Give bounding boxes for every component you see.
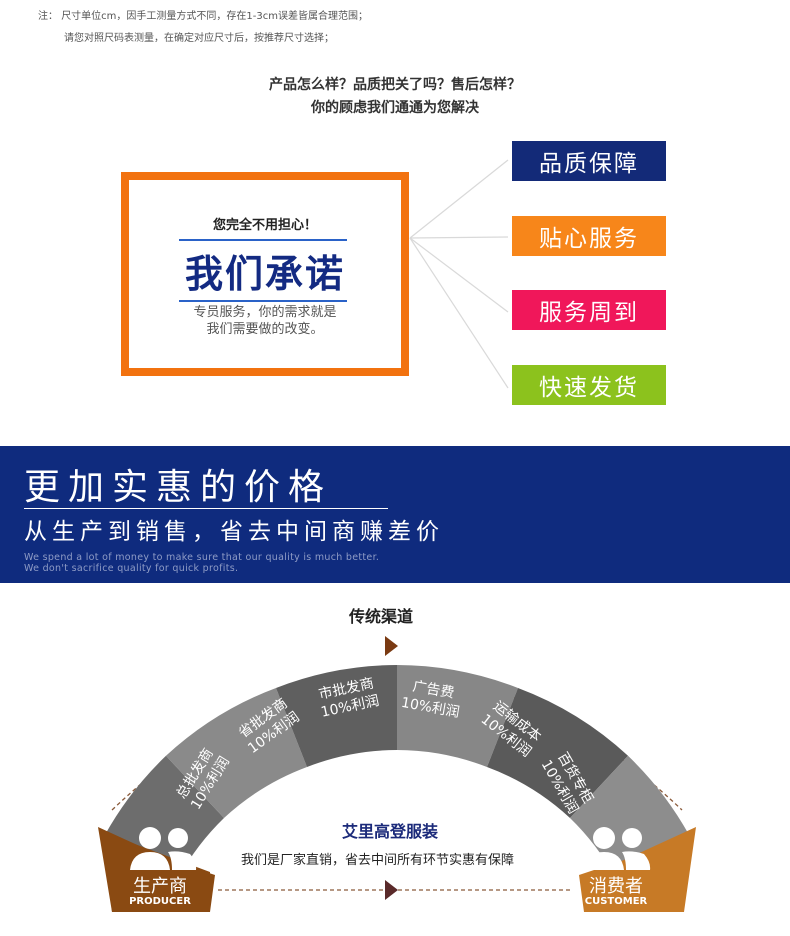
segment-transport: [487, 688, 628, 818]
brand-name: 艾里高登服装: [342, 822, 439, 841]
segment-advertising: [397, 665, 518, 767]
banner-en-line1: We spend a lot of money to make sure tha…: [24, 552, 380, 563]
promise-box: 您完全不用担心！ 我们承诺 专员服务，你的需求就是 我们需要做的改变。: [121, 172, 409, 376]
banner-title: 更加实惠的价格: [24, 467, 333, 508]
promise-title: 我们承诺: [184, 252, 345, 296]
promise-desc-line2: 我们需要做的改变。: [206, 322, 324, 337]
customer-label: 消费者: [589, 876, 643, 897]
channel-title: 传统渠道: [349, 607, 414, 626]
segment-city-wholesaler: [276, 665, 397, 767]
producer-people-icon: [130, 827, 197, 870]
bottom-arrow-icon: [385, 880, 398, 900]
top-arrow-icon: [385, 636, 398, 656]
tag-quality: 品质保障: [512, 141, 666, 181]
question-line2: 你的顾虑我们通通为您解决: [311, 100, 479, 116]
promise-top-rule: [179, 239, 347, 241]
customer-people-icon: [584, 827, 651, 870]
tag-service: 贴心服务: [512, 216, 666, 256]
banner-en-line2: We don't sacrifice quality for quick pro…: [24, 563, 239, 574]
channel-arc-diagram: 总批发商10%利润 省批发商10%利润 市批发商10%利润 广告费10%利润 运…: [98, 636, 696, 912]
price-banner: 更加实惠的价格 从生产到销售，省去中间商赚差价 We spend a lot o…: [0, 446, 790, 583]
banner-subtitle: 从生产到销售，省去中间商赚差价: [24, 519, 444, 545]
tag-fast-delivery: 快速发货: [512, 365, 666, 405]
size-note-text1: 尺寸单位cm，因手工测量方式不同，存在1-3cm误差皆属合理范围；: [61, 11, 368, 22]
size-note-line2: 请您对照尺码表测量，在确定对应尺寸后，按推荐尺寸选择；: [64, 33, 334, 44]
promise-desc-line1: 专员服务，你的需求就是: [193, 305, 337, 320]
promise-bottom-rule: [179, 300, 347, 302]
question-line1: 产品怎么样？品质把关了吗？售后怎样？: [269, 77, 521, 93]
tag-attentive: 服务周到: [512, 290, 666, 330]
brand-desc: 我们是厂家直销，省去中间所有环节实惠有保障: [241, 853, 515, 868]
producer-en: PRODUCER: [129, 896, 191, 907]
promise-subtitle: 您完全不用担心！: [212, 218, 317, 233]
customer-en: CUSTOMER: [585, 896, 648, 907]
connector-lines: [409, 159, 509, 389]
size-note-label: 注：: [38, 11, 58, 22]
producer-label: 生产商: [133, 876, 187, 897]
segment-provincial-wholesaler: [166, 688, 307, 818]
size-note-line1: 注： 尺寸单位cm，因手工测量方式不同，存在1-3cm误差皆属合理范围；: [38, 7, 368, 22]
banner-rule: [24, 508, 388, 509]
